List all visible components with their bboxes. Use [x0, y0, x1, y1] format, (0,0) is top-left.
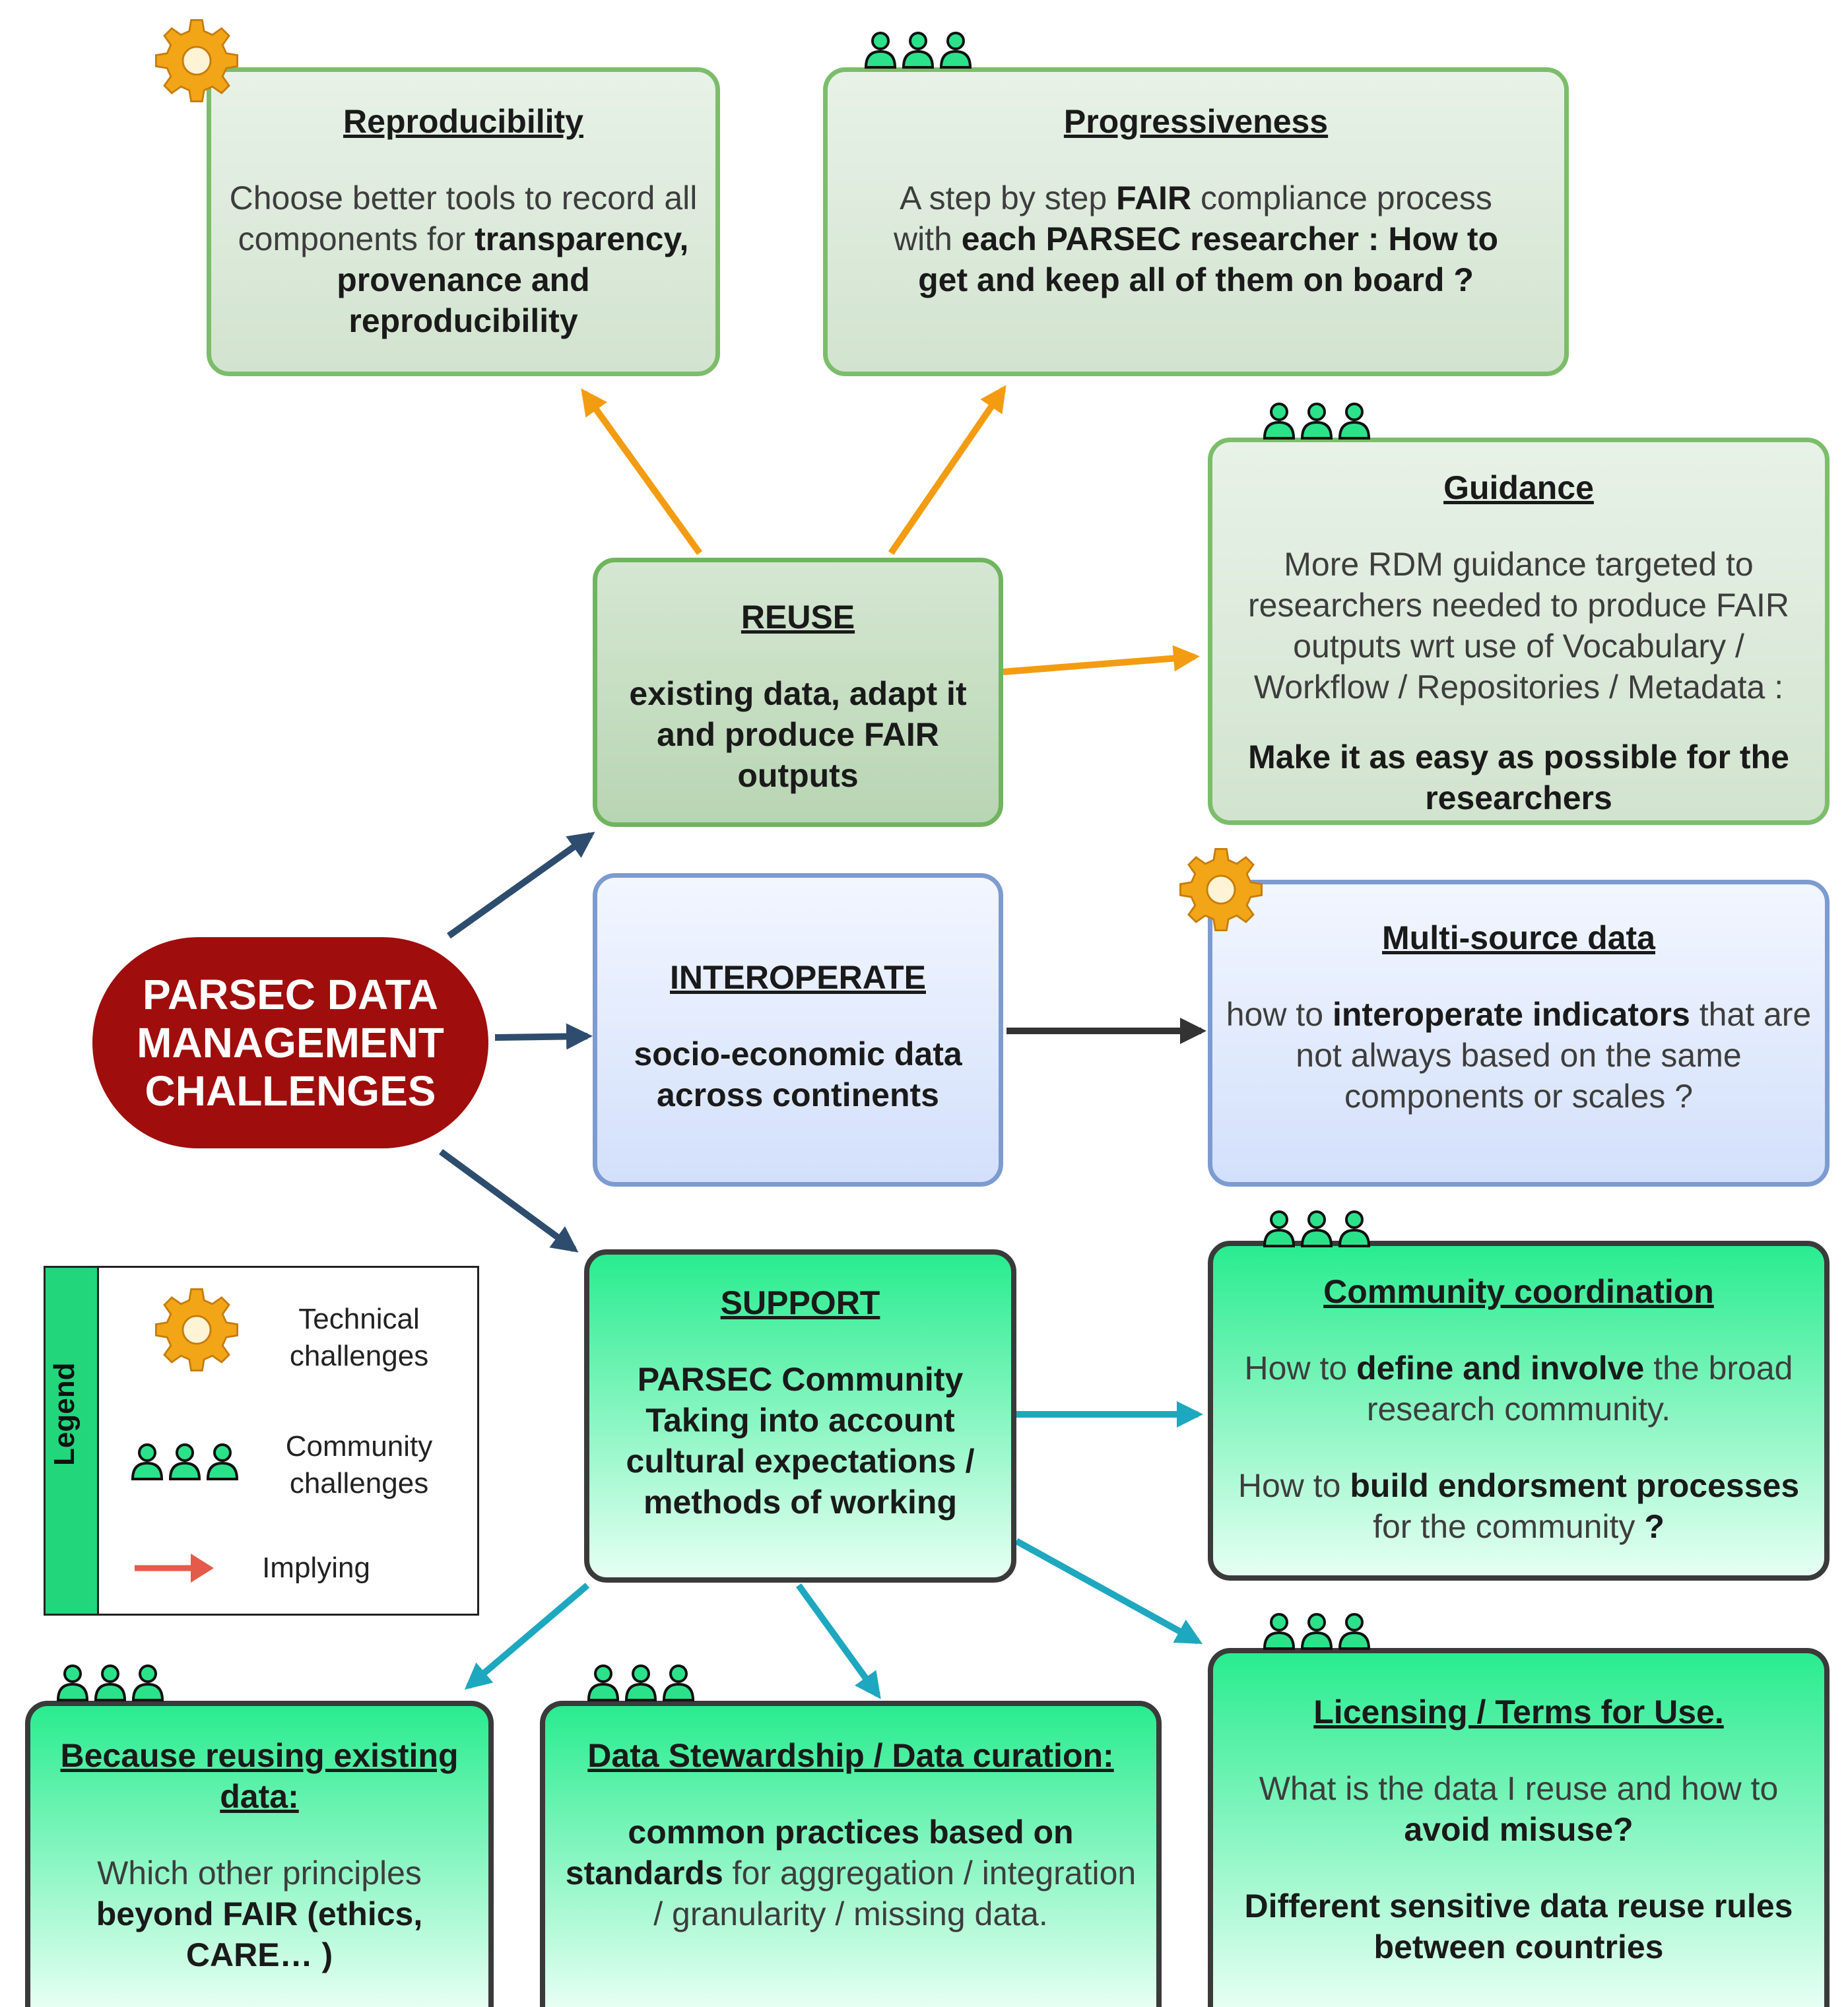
- arrow-support-to-reusing-existing: [464, 1583, 590, 1690]
- people-group-icon: [587, 1664, 695, 1701]
- arrow-reuse-to-progressiveness: [888, 385, 1006, 555]
- guidance-box: Guidance More RDM guidance targeted to r…: [1208, 438, 1830, 825]
- community-coordination-p1: How to define and involve the broad rese…: [1244, 1350, 1793, 1428]
- arrow-right-icon: [135, 1554, 214, 1583]
- reusing-existing-title: Because reusing existing data:: [60, 1737, 459, 1815]
- interoperate-text: socio-economic data across continents: [634, 1036, 962, 1113]
- community-coordination-p2: How to build endorsment processes for th…: [1238, 1467, 1800, 1545]
- legend-label: Legend: [48, 1362, 81, 1466]
- gear-icon: [155, 1288, 238, 1371]
- arrow-reuse-to-guidance: [1003, 645, 1200, 675]
- reproducibility-box: Reproducibility Choose better tools to r…: [207, 67, 720, 376]
- interoperate-title: INTEROPERATE: [670, 959, 926, 996]
- guidance-text: More RDM guidance targeted to researcher…: [1248, 546, 1789, 706]
- support-title: SUPPORT: [720, 1284, 880, 1321]
- reproducibility-title: Reproducibility: [343, 103, 583, 140]
- guidance-title: Guidance: [1443, 469, 1594, 506]
- community-coordination-box: Community coordination How to define and…: [1208, 1241, 1830, 1581]
- multisource-box: Multi-source data how to interoperate in…: [1208, 880, 1830, 1187]
- multisource-text: how to interoperate indicators that are …: [1226, 996, 1812, 1115]
- licensing-title: Licensing / Terms for Use.: [1313, 1694, 1724, 1730]
- parsec-challenges-center: PARSEC DATA MANAGEMENT CHALLENGES: [92, 937, 488, 1148]
- reproducibility-text: Choose better tools to record all compon…: [229, 180, 698, 339]
- community-coordination-title: Community coordination: [1323, 1273, 1714, 1310]
- reuse-title: REUSE: [741, 599, 855, 636]
- stewardship-text: common practices based on standards for …: [565, 1814, 1137, 1932]
- gear-icon: [1179, 848, 1263, 931]
- stewardship-title: Data Stewardship / Data curation:: [587, 1737, 1114, 1774]
- legend-community-label: Community challenges: [285, 1430, 433, 1499]
- arrow-support-to-stewardship: [795, 1583, 881, 1699]
- people-group-icon: [864, 32, 972, 69]
- people-group-icon: [56, 1664, 164, 1701]
- reusing-existing-text: Which other principles beyond FAIR (ethi…: [96, 1855, 423, 1973]
- people-group-icon: [1263, 1613, 1371, 1650]
- arrow-center-to-reuse: [447, 832, 595, 939]
- multisource-title: Multi-source data: [1382, 919, 1655, 956]
- people-group-icon: [1263, 403, 1371, 440]
- support-box: SUPPORT PARSEC Community Taking into acc…: [584, 1249, 1016, 1583]
- reusing-existing-box: Because reusing existing data: Which oth…: [25, 1701, 494, 2007]
- licensing-p2: Different sensitive data reuse rules bet…: [1244, 1888, 1793, 1965]
- progressiveness-title: Progressiveness: [1063, 103, 1329, 140]
- arrow-center-to-support: [439, 1148, 579, 1253]
- legend-implying-label: Implying: [262, 1552, 370, 1584]
- arrow-center-to-interoperate: [494, 1023, 593, 1050]
- reuse-box: REUSE existing data, adapt it and produc…: [593, 558, 1003, 827]
- gear-icon: [155, 19, 238, 102]
- arrow-reuse-to-reproducibility: [581, 388, 703, 555]
- stewardship-box: Data Stewardship / Data curation: common…: [540, 1701, 1162, 2007]
- interoperate-box: INTEROPERATE socio-economic data across …: [593, 873, 1003, 1187]
- people-group-icon: [131, 1443, 239, 1480]
- licensing-p1: What is the data I reuse and how to avoi…: [1259, 1770, 1779, 1848]
- guidance-text-bold: Make it as easy as possible for the rese…: [1248, 739, 1789, 816]
- support-text: PARSEC Community Taking into account cul…: [626, 1361, 975, 1521]
- arrow-support-to-licensing: [1014, 1538, 1203, 1645]
- reuse-text: existing data, adapt it and produce FAIR…: [629, 675, 967, 794]
- legend: Legend Technical challenges Community ch…: [44, 1266, 479, 1616]
- legend-technical-label: Technical challenges: [289, 1303, 429, 1372]
- legend-label-column: Legend: [46, 1268, 99, 1614]
- progressiveness-text: A step by step FAIR compliance process w…: [893, 180, 1499, 298]
- people-group-icon: [1263, 1210, 1371, 1247]
- licensing-box: Licensing / Terms for Use. What is the d…: [1208, 1648, 1830, 2007]
- progressiveness-box: Progressiveness A step by step FAIR comp…: [823, 67, 1569, 376]
